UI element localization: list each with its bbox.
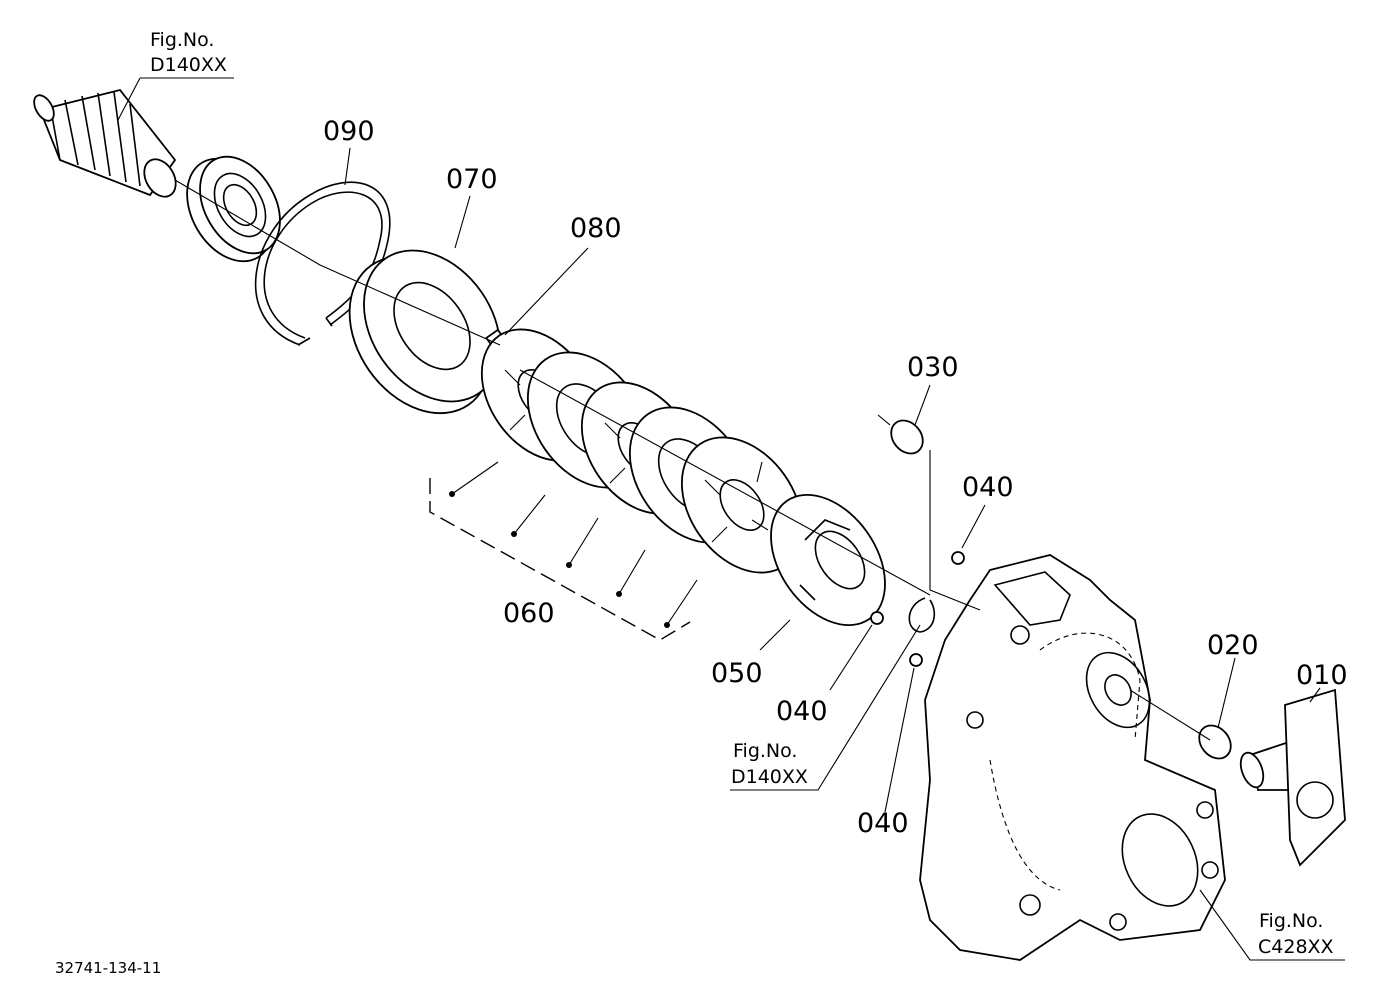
- figref-top-number: D140XX: [150, 54, 227, 76]
- figref-middle-prefix: Fig.No.: [733, 740, 797, 762]
- pressure-plate-070: [348, 249, 501, 415]
- ball-040-a: [951, 551, 965, 565]
- splined-shaft: [33, 88, 177, 198]
- o-ring-030: [890, 419, 924, 455]
- retaining-clip: [908, 597, 936, 633]
- ball-040-c: [909, 653, 923, 667]
- bearing: [186, 155, 281, 263]
- label-050: 050: [711, 658, 763, 689]
- label-010: 010: [1296, 660, 1348, 691]
- leader-lines: [117, 77, 1345, 961]
- label-060: 060: [503, 598, 555, 629]
- label-070: 070: [446, 164, 498, 195]
- housing: [919, 554, 1226, 961]
- label-080: 080: [570, 213, 622, 244]
- figref-bottom-number: C428XX: [1258, 936, 1334, 958]
- label-040-c: 040: [857, 808, 909, 839]
- label-040-b: 040: [776, 696, 828, 727]
- o-ring-020: [1198, 724, 1232, 760]
- label-040-a: 040: [962, 472, 1014, 503]
- label-030: 030: [907, 352, 959, 383]
- pipe-fitting-010: [1239, 688, 1346, 867]
- figref-bottom-prefix: Fig.No.: [1259, 910, 1323, 932]
- figref-middle-number: D140XX: [731, 766, 808, 788]
- label-020: 020: [1207, 630, 1259, 661]
- group-dots-060: [449, 491, 670, 628]
- document-number: 32741-134-11: [55, 959, 161, 977]
- group-bracket-060: [429, 478, 691, 641]
- piston-050: [770, 494, 886, 626]
- figref-top-prefix: Fig.No.: [150, 29, 214, 51]
- label-090: 090: [323, 116, 375, 147]
- ball-040-b: [870, 611, 884, 625]
